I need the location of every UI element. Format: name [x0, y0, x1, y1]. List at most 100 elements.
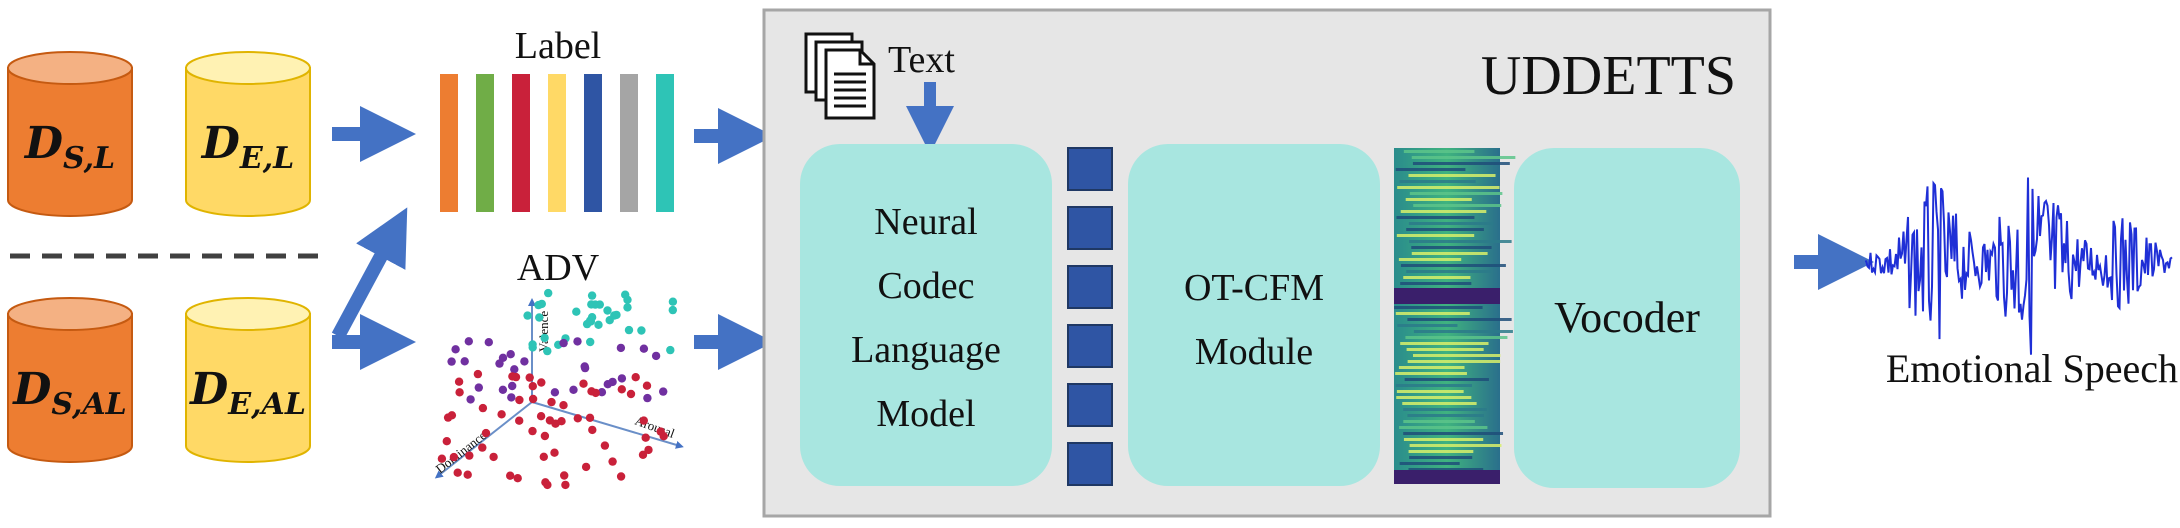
vocoder-label: Vocoder	[1554, 293, 1700, 342]
adv-point-mid	[464, 337, 473, 346]
adv-point-high	[668, 297, 678, 306]
adv-point-high	[540, 333, 549, 343]
de-l-main: D	[200, 118, 240, 169]
adv-point-low	[560, 471, 569, 480]
adv-point-high	[537, 299, 546, 309]
label-bar-1	[440, 74, 458, 212]
speech-token	[1067, 147, 1113, 191]
output-label: Emotional Speech	[1886, 346, 2178, 391]
adv-point-low	[455, 388, 464, 397]
adv-point-low	[489, 452, 498, 462]
otcfm-line-1: OT-CFM	[1184, 267, 1324, 309]
adv-point-low	[449, 452, 459, 462]
ds-l-sub: S,L	[63, 141, 115, 176]
adv-point-mid	[498, 385, 508, 394]
dataset-de-al: DE,AL	[185, 297, 311, 463]
dataset-de-l: DE,L	[185, 51, 311, 217]
adv-point-mid	[520, 357, 529, 366]
adv-point-mid	[484, 338, 493, 347]
nclm-line-3: Language	[851, 329, 1001, 371]
adv-point-mid	[507, 393, 516, 402]
adv-point-mid	[580, 363, 590, 373]
adv-point-low	[616, 472, 626, 481]
adv-point-mid	[474, 383, 483, 392]
adv-point-low	[478, 403, 488, 413]
dataset-ds-al: DS,AL	[7, 297, 133, 463]
label-bar-3	[512, 74, 530, 212]
label-bar-4	[548, 74, 566, 212]
adv-point-high	[623, 303, 632, 312]
ds-al-sub: S,AL	[51, 387, 126, 422]
adv-point-mid	[466, 395, 475, 404]
adv-point-low	[511, 372, 521, 382]
adv-point-low	[478, 443, 487, 452]
adv-point-mid	[643, 393, 652, 403]
adv-point-mid	[559, 338, 568, 348]
adv-point-high	[591, 300, 600, 309]
adv-point-low	[540, 431, 550, 441]
adv-point-low	[644, 445, 653, 455]
svg-text:DE,L: DE,L	[200, 118, 295, 176]
adv-point-low	[525, 373, 534, 382]
adv-point-low	[551, 419, 560, 428]
adv-point-low	[506, 471, 515, 480]
adv-point-high	[587, 313, 597, 322]
dataset-ds-l: DS,L	[7, 51, 133, 217]
system-title: UDDETTS	[1481, 45, 1736, 107]
adv-point-low	[528, 426, 537, 436]
label-bar-2	[476, 74, 494, 212]
speech-waveform	[1865, 177, 2173, 355]
adv-point-low	[638, 450, 648, 459]
adv-point-high	[668, 305, 677, 315]
adv-point-low	[528, 382, 537, 391]
arrow-al-to-label	[331, 207, 408, 340]
adv-scatter-points	[437, 288, 678, 490]
adv-point-low	[537, 378, 546, 387]
text-input-label: Text	[888, 39, 955, 81]
adv-point-low	[437, 454, 447, 463]
label-bar-5	[584, 74, 602, 212]
adv-point-low	[539, 452, 548, 461]
adv-axis-dominance: Dominance	[433, 428, 490, 477]
adv-point-high	[612, 310, 621, 320]
adv-point-high	[623, 295, 632, 304]
adv-point-low	[528, 394, 538, 404]
otcfm-module	[1128, 144, 1380, 486]
svg-text:DE,AL: DE,AL	[188, 364, 306, 422]
adv-point-high	[523, 311, 532, 320]
adv-point-low	[641, 433, 650, 442]
adv-point-low	[463, 470, 472, 479]
adv-point-mid	[617, 374, 627, 383]
label-title: Label	[515, 25, 602, 67]
adv-point-mid	[608, 377, 617, 387]
adv-point-mid	[510, 365, 519, 374]
adv-point-low	[631, 373, 640, 382]
de-l-sub: E,L	[239, 141, 294, 176]
adv-point-low	[536, 412, 546, 421]
label-bar-6	[620, 74, 638, 212]
adv-point-high	[544, 288, 553, 298]
adv-point-low	[617, 385, 626, 394]
adv-point-low	[442, 437, 451, 446]
adv-point-low	[642, 381, 652, 390]
adv-point-low	[513, 474, 522, 483]
adv-point-high	[666, 345, 675, 355]
adv-point-low	[453, 468, 462, 477]
adv-point-low	[515, 395, 524, 405]
adv-point-low	[585, 413, 595, 422]
adv-point-mid	[651, 351, 661, 361]
adv-point-high	[624, 325, 634, 335]
adv-point-high	[587, 291, 597, 300]
label-bars	[440, 74, 674, 212]
label-bar-7	[656, 74, 674, 212]
adv-point-low	[559, 401, 568, 410]
adv-point-mid	[460, 357, 469, 366]
adv-point-high	[572, 307, 581, 316]
speech-token	[1067, 206, 1113, 250]
adv-title: ADV	[517, 247, 600, 289]
nclm-line-2: Codec	[877, 265, 974, 307]
adv-point-mid	[451, 345, 460, 354]
adv-point-high	[543, 346, 552, 356]
speech-token	[1067, 442, 1113, 486]
